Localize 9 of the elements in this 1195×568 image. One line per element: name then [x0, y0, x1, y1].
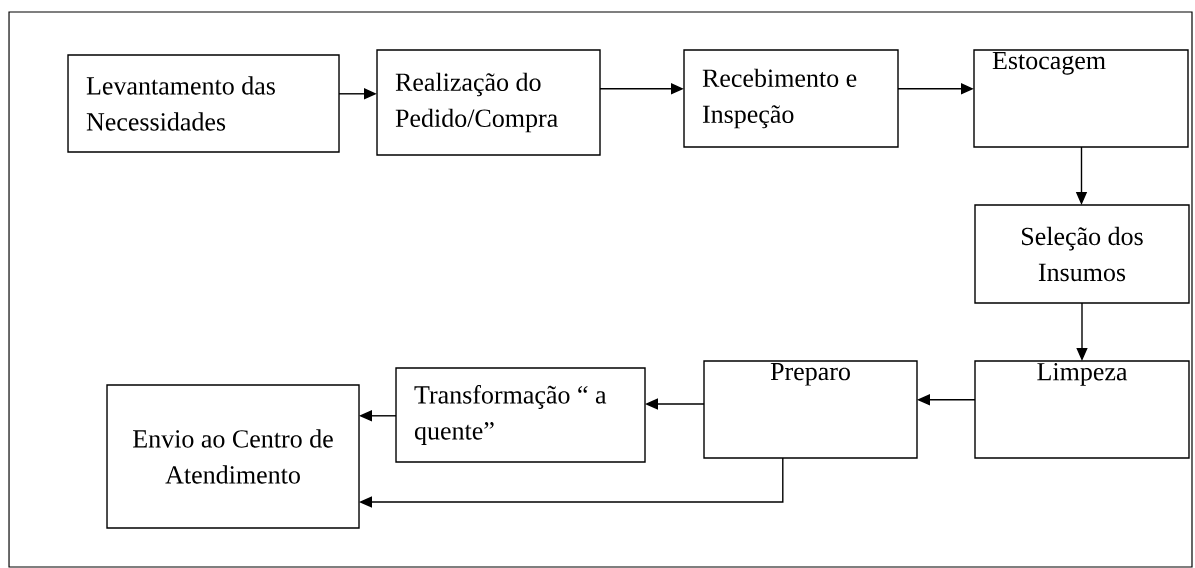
process-box: Estocagem — [973, 49, 1189, 148]
process-box: Transformação “ a quente” — [395, 367, 646, 463]
process-box: Seleção dos Insumos — [974, 204, 1190, 304]
process-box: Realização do Pedido/Compra — [376, 49, 601, 156]
process-box: Levantamento das Necessidades — [67, 54, 340, 153]
process-box: Preparo — [703, 360, 918, 459]
process-box: Limpeza — [974, 360, 1190, 459]
process-box: Envio ao Centro de Atendimento — [106, 384, 360, 529]
process-box: Recebimento e Inspeção — [683, 49, 899, 148]
